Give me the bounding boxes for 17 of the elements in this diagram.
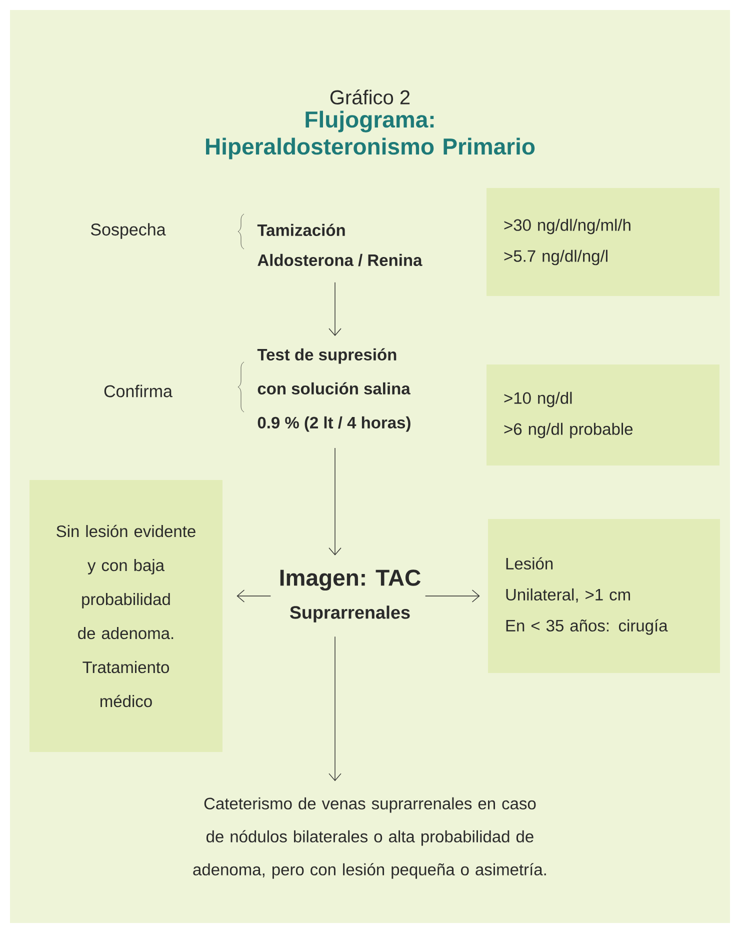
flow-text: Test de supresión con solución salina 0.9 % (2 lt / 4 horas) [257, 348, 410, 432]
stage-label: Confirma [104, 384, 172, 398]
figure-number: Gráfico 2 [330, 90, 410, 104]
title: Flujograma: Hiperaldosteronismo Primario [206, 110, 535, 160]
arrow [236, 590, 272, 602]
flow-text: Tamización Aldosterona / Renina [257, 224, 422, 266]
stage-label: Sospecha [90, 223, 166, 239]
info-box: Lesión Unilateral, >1 cm En < 35 años: cirugía [488, 519, 720, 673]
info-box: Sin lesión evidente y con baja probabilidad de adenoma. Tratamiento médico [30, 480, 222, 752]
arrow [424, 590, 480, 602]
arrow [328, 282, 342, 336]
info-box: >10 ng/dl >6 ng/dl probable [486, 364, 720, 466]
flow-text: Cateterismo de venas suprarrenales en caso de nódulos bilaterales o alta probabilidad de adenoma, pero con lesión pequeña o asimetría. [193, 797, 546, 879]
step-text: Imagen: TAC Suprarrenales [280, 570, 421, 622]
arrow [328, 636, 342, 782]
arrow [328, 448, 342, 556]
info-box: >30 ng/dl/ng/ml/h >5.7 ng/dl/ng/l [486, 188, 720, 296]
